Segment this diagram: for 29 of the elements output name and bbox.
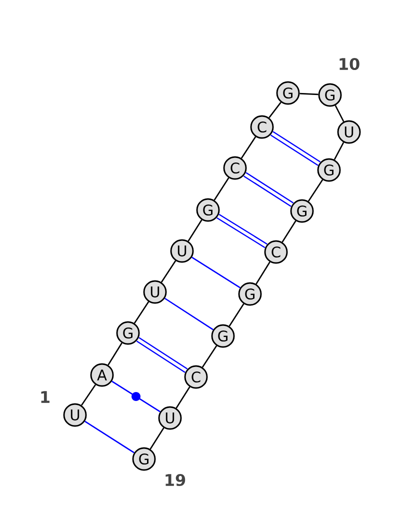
backbone-line xyxy=(240,136,256,159)
position-number: 1 xyxy=(41,391,50,403)
position-number: 10 xyxy=(340,58,360,70)
backbone-line xyxy=(214,178,230,200)
base-pair-line xyxy=(136,337,188,373)
backbone-line xyxy=(282,220,296,242)
backbone-line xyxy=(300,92,318,96)
base-pair-line xyxy=(216,214,268,248)
backbone-line xyxy=(81,384,96,406)
backbone-line xyxy=(256,262,270,284)
backbone-line xyxy=(334,142,344,160)
backbone-line xyxy=(160,260,176,283)
backbone-line xyxy=(188,220,202,242)
backbone-line xyxy=(150,428,164,450)
base-pair-line xyxy=(243,172,294,207)
position-number: 19 xyxy=(166,474,186,486)
backbone-line xyxy=(268,102,282,118)
backbone-line xyxy=(334,105,344,122)
base-pair-line xyxy=(164,298,214,330)
backbone-line xyxy=(308,179,324,202)
base-pair-line xyxy=(192,256,240,288)
backbone-line xyxy=(202,345,218,368)
backbone-line xyxy=(108,342,122,366)
backbone-line xyxy=(228,304,244,326)
base-pair-line xyxy=(84,420,134,454)
backbone-line xyxy=(134,301,150,324)
base-pair-line xyxy=(112,380,160,412)
base-pair-line xyxy=(270,131,321,166)
backbone-line xyxy=(176,386,190,408)
